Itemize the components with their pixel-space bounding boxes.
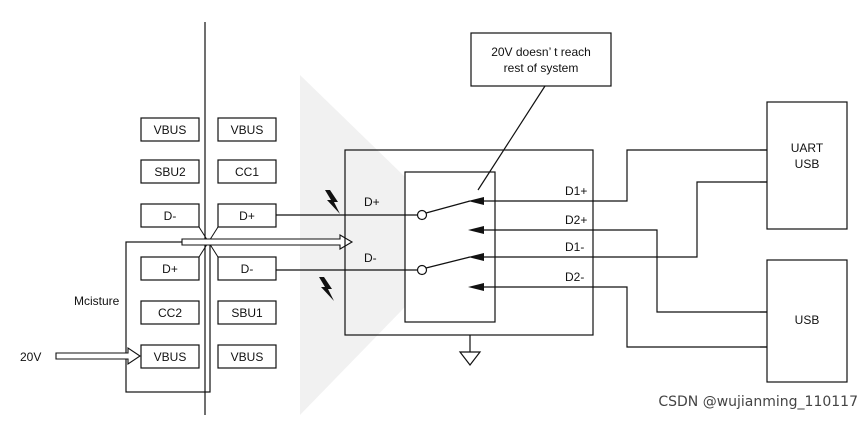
moisture-region-box bbox=[125, 241, 211, 393]
pin-label: SBU1 bbox=[231, 306, 263, 320]
switch-input-d-minus-label: D- bbox=[364, 251, 377, 265]
pin-box-right-d-minus bbox=[217, 256, 277, 281]
pin-box-right-sbu1 bbox=[217, 300, 277, 325]
switch-pivot-lower bbox=[416, 264, 428, 276]
pin-box-right-vbus-top bbox=[217, 117, 277, 142]
input-voltage-label: 20V bbox=[20, 350, 41, 364]
output-wires bbox=[484, 149, 770, 348]
input-hollow-arrow-icon bbox=[55, 346, 141, 366]
callout-box bbox=[470, 32, 612, 87]
uart-usb-box bbox=[766, 101, 848, 230]
pin-label: D- bbox=[241, 262, 254, 276]
output-d2-plus-label: D2+ bbox=[565, 213, 587, 227]
switch-input-d-plus-label: D+ bbox=[364, 195, 380, 209]
pin-label: VBUS bbox=[231, 350, 264, 364]
pin-label: VBUS bbox=[154, 350, 187, 364]
pin-label: SBU2 bbox=[154, 165, 186, 179]
left-pin-column: VBUS SBU2 D- D+ CC2 VBUS bbox=[140, 117, 200, 369]
right-pin-column: VBUS CC1 D+ D- SBU1 VBUS bbox=[217, 117, 277, 369]
watermark-text: CSDN @wujianming_110117 bbox=[658, 394, 858, 410]
pin-box-left-d-plus bbox=[140, 256, 200, 281]
usb-label: USB bbox=[795, 313, 820, 327]
moisture-label: Mcisture bbox=[74, 294, 120, 308]
switch-blade-upper bbox=[425, 200, 471, 214]
pin-box-left-cc2 bbox=[140, 300, 200, 325]
output-d2-minus-label: D2- bbox=[565, 270, 584, 284]
switch-blade-lower bbox=[425, 256, 471, 269]
background-arrow-shape bbox=[300, 75, 470, 415]
usb-box bbox=[766, 259, 848, 383]
pin-label: D+ bbox=[239, 209, 255, 223]
pin-label: VBUS bbox=[154, 123, 187, 137]
pin-box-left-sbu2 bbox=[140, 159, 200, 184]
pin-label: D+ bbox=[162, 262, 178, 276]
pin-label: D- bbox=[164, 209, 177, 223]
callout-pointer-line bbox=[477, 85, 546, 191]
pin-box-left-vbus-top bbox=[140, 117, 200, 142]
pin-box-left-vbus-bottom bbox=[140, 344, 200, 369]
pin-box-left-d-minus bbox=[140, 203, 200, 228]
uart-usb-label-line1: UART bbox=[791, 141, 824, 155]
switch-pivot-upper bbox=[416, 209, 428, 221]
ground-symbol-icon bbox=[458, 335, 482, 366]
output-d1-minus-label: D1- bbox=[565, 240, 584, 254]
lightning-bolt-icon bbox=[319, 277, 334, 301]
pin-box-right-cc1 bbox=[217, 159, 277, 184]
pin-label: CC1 bbox=[235, 165, 259, 179]
pin-box-right-vbus-bottom bbox=[217, 344, 277, 369]
uart-usb-label-line2: USB bbox=[795, 157, 820, 171]
switch-contacts bbox=[468, 197, 484, 291]
callout-text-line1: 20V doesn’ t reach bbox=[491, 45, 591, 59]
output-d1-plus-label: D1+ bbox=[565, 184, 587, 198]
lightning-bolt-icon bbox=[325, 190, 340, 214]
box-entry-wires bbox=[760, 149, 767, 348]
callout-text-line2: rest of system bbox=[504, 61, 579, 75]
pin-label: CC2 bbox=[158, 306, 182, 320]
switch-outer-box bbox=[344, 149, 594, 336]
switch-inner-box bbox=[404, 171, 496, 323]
hollow-arrow-icon bbox=[181, 234, 354, 250]
pin-label: VBUS bbox=[231, 123, 264, 137]
